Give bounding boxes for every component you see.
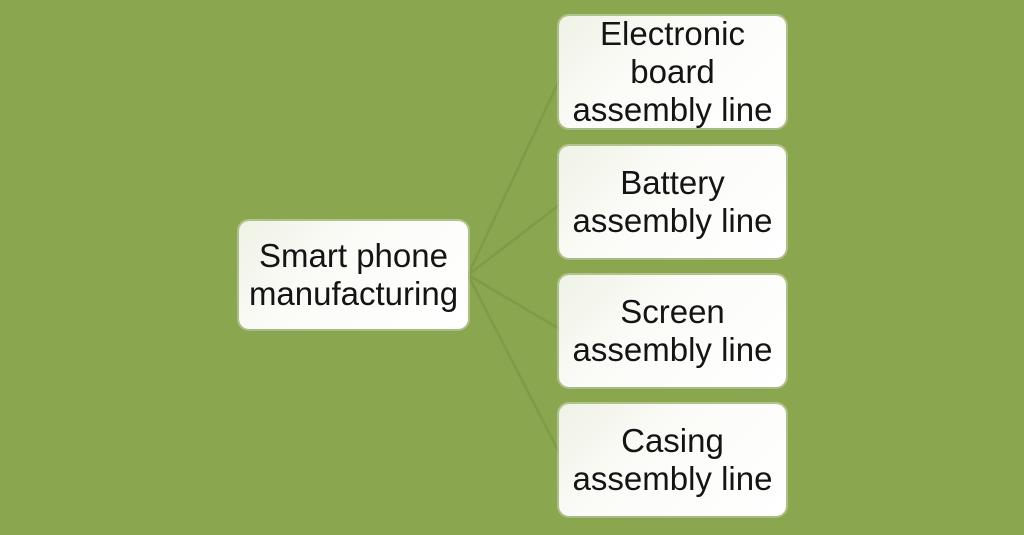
child-node-label: Battery assembly line <box>572 164 773 239</box>
child-node-label: Electronic board assembly line <box>572 15 773 128</box>
child-node-casing: Casing assembly line <box>559 404 786 516</box>
child-node-label: Casing assembly line <box>572 422 773 497</box>
child-node-screen: Screen assembly line <box>559 275 786 387</box>
root-node: Smart phone manufacturing <box>239 221 468 329</box>
child-node-battery: Battery assembly line <box>559 146 786 258</box>
root-node-label: Smart phone manufacturing <box>248 237 459 312</box>
child-node-label: Screen assembly line <box>572 293 773 368</box>
child-node-electronic-board: Electronic board assembly line <box>559 15 786 128</box>
